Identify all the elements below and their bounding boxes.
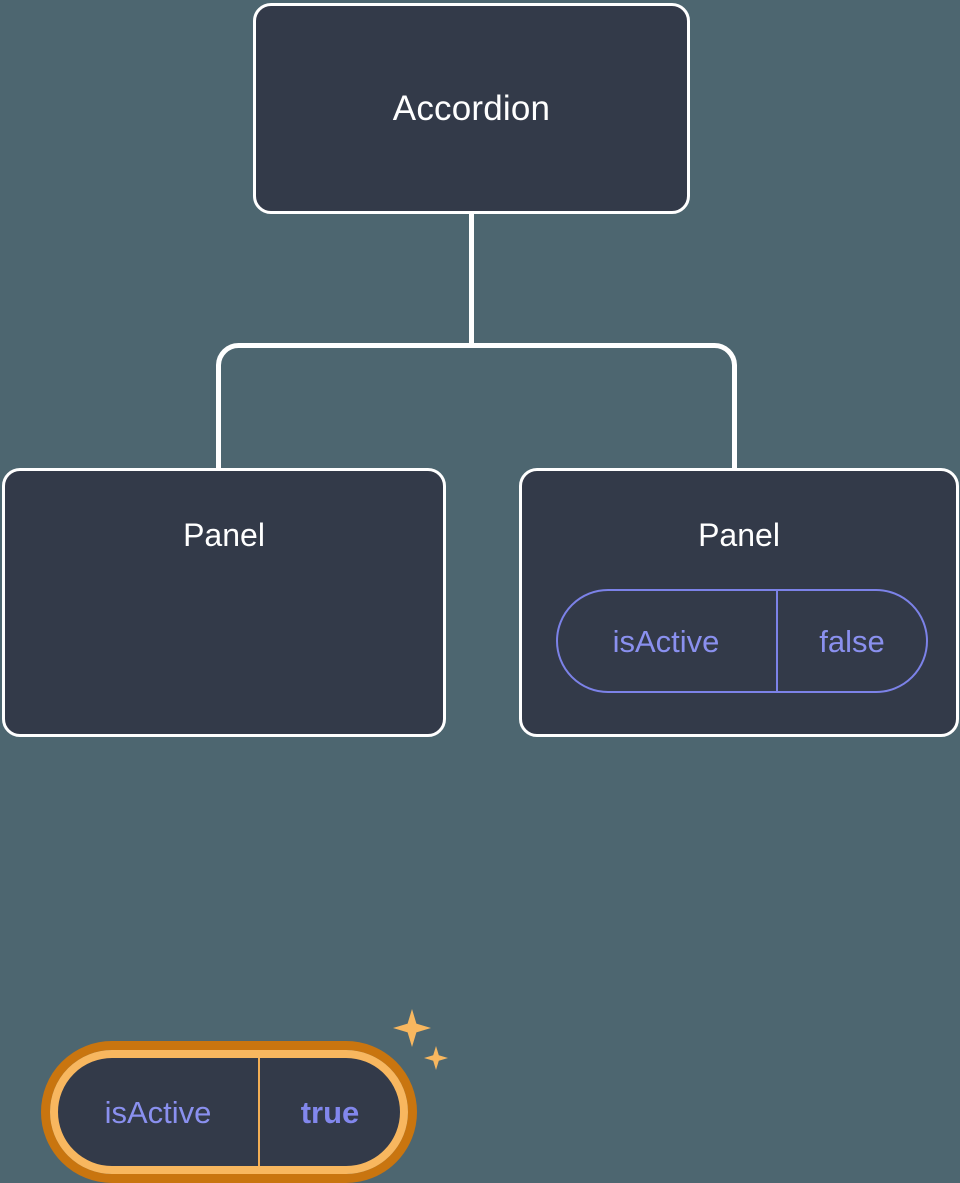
node-accordion[interactable]: Accordion: [253, 3, 690, 214]
node-panel-inactive-label: Panel: [698, 517, 780, 553]
node-panel-active[interactable]: Panel isActive true: [2, 468, 448, 1183]
prop-pill-isactive-false[interactable]: isActive false: [556, 589, 928, 693]
node-panel-inactive[interactable]: Panel isActive false: [519, 468, 959, 737]
prop-pill-inner: isActive true: [50, 1050, 408, 1174]
prop-key-label: isActive: [58, 1058, 260, 1166]
node-accordion-label: Accordion: [392, 89, 551, 128]
prop-value-label: false: [819, 623, 885, 659]
prop-pill-wrap: isActive false: [556, 589, 928, 693]
node-panel-active-label: Panel: [183, 517, 265, 553]
prop-key-label: isActive: [558, 591, 778, 691]
sparkle-small-icon: [424, 1046, 448, 1070]
sparkle-large-icon: [393, 1009, 431, 1047]
prop-pill-isactive-true[interactable]: isActive true: [41, 1041, 417, 1183]
prop-value-label: true: [300, 1094, 360, 1130]
diagram-canvas: Accordion Panel isActive true Panel isAc…: [2, 3, 959, 1183]
